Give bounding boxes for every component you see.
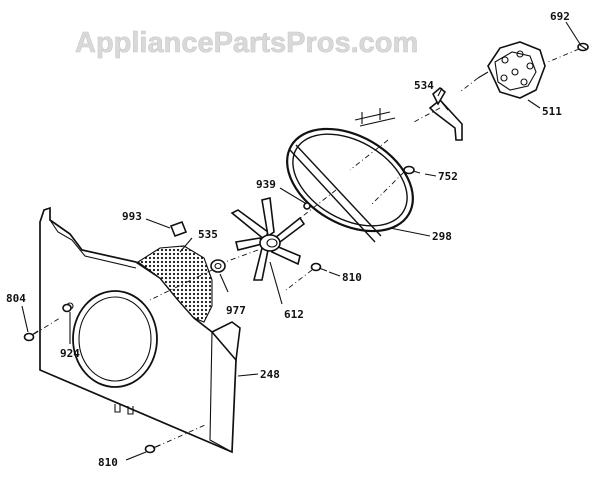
- screw-part-810-upper[interactable]: [310, 262, 328, 272]
- callout-924: 924: [60, 347, 80, 360]
- grommet-part-924[interactable]: [62, 303, 72, 313]
- cover-panel-part-248[interactable]: [39, 206, 241, 454]
- callout-692: 692: [550, 10, 570, 23]
- callout-804: 804: [6, 292, 26, 305]
- motor-part-511[interactable]: [477, 41, 546, 99]
- callout-248: 248: [260, 368, 280, 381]
- fan-guard-part-298[interactable]: [269, 108, 431, 252]
- callout-810-upper: 810: [342, 271, 362, 284]
- callout-534: 534: [414, 79, 434, 92]
- callout-993: 993: [122, 210, 142, 223]
- callout-810-lower: 810: [98, 456, 118, 469]
- leader-lines: [21, 21, 581, 461]
- fan-blade-part-612[interactable]: [230, 197, 306, 281]
- callout-labels: 692 511 534 752 939 298 993 535 977 612 …: [6, 10, 570, 469]
- nut-part-977[interactable]: [210, 259, 226, 273]
- callout-612: 612: [284, 308, 304, 321]
- bracket-part-534[interactable]: [428, 86, 463, 141]
- callout-752: 752: [438, 170, 458, 183]
- callout-535: 535: [198, 228, 218, 241]
- screw-part-692[interactable]: [577, 42, 589, 52]
- callout-298: 298: [432, 230, 452, 243]
- nut-part-939[interactable]: [303, 202, 311, 210]
- clip-part-993[interactable]: [169, 220, 188, 238]
- callout-977: 977: [226, 304, 246, 317]
- watermark-text: AppliancePartsPros.com: [75, 27, 418, 59]
- screw-part-752[interactable]: [403, 165, 421, 175]
- callout-511: 511: [542, 105, 562, 118]
- callout-939: 939: [256, 178, 276, 191]
- grille-part-535[interactable]: [137, 245, 213, 323]
